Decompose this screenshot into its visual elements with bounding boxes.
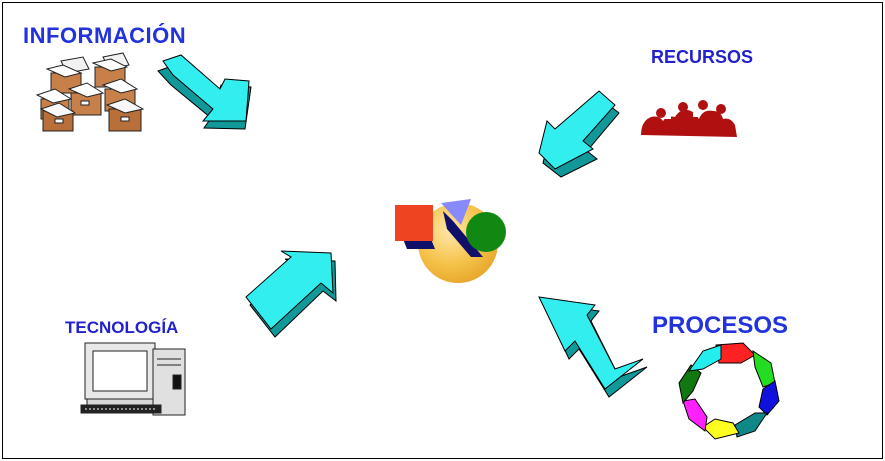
arrow-informacion-icon bbox=[157, 54, 252, 130]
label-recursos: RECURSOS bbox=[651, 47, 754, 67]
stack-of-boxes-icon bbox=[35, 52, 145, 132]
label-procesos: PROCESOS bbox=[652, 312, 789, 339]
label-tecnologia: TECNOLOGÍA bbox=[65, 318, 179, 337]
label-informacion: INFORMACIÓN bbox=[23, 23, 187, 48]
arrow-recursos-icon bbox=[538, 90, 620, 178]
desktop-computer-icon bbox=[80, 342, 186, 416]
arrow-procesos-icon bbox=[538, 296, 648, 398]
group-of-people-icon bbox=[641, 100, 737, 137]
arrow-tecnologia-icon bbox=[245, 250, 337, 338]
organization-shapes-icon bbox=[395, 199, 506, 283]
cycle-arrows-icon bbox=[678, 342, 780, 440]
diagram-canvas bbox=[35, 52, 780, 440]
